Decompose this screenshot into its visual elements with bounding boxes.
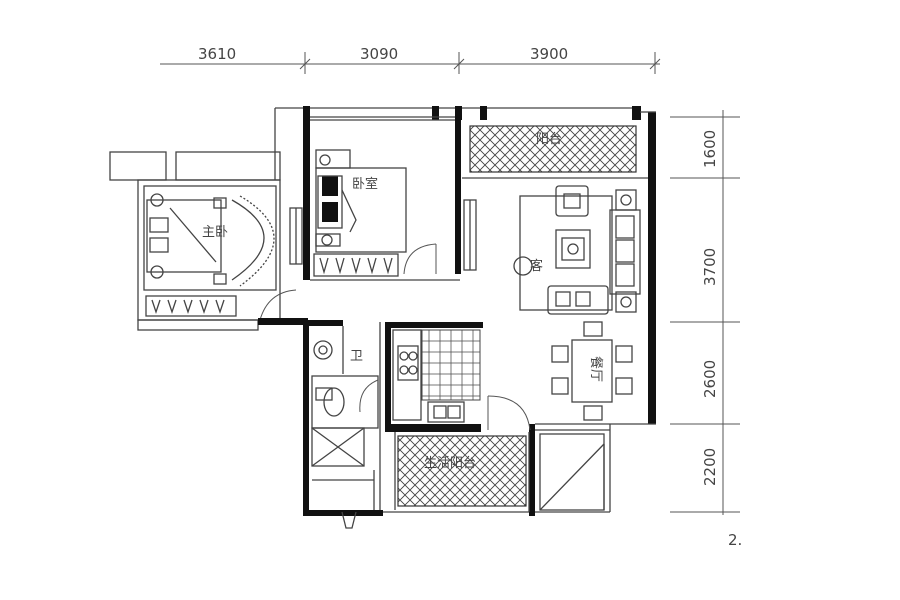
dim-right-4: 2200 [701, 448, 719, 486]
walls [258, 106, 656, 516]
kitchen-balcony: 生活阳台 [397, 435, 527, 507]
dim-right-3: 2600 [701, 360, 719, 398]
room-label-bedroom: 卧室 [352, 176, 378, 192]
dim-top-2: 3090 [360, 45, 398, 63]
corner-mark: 2. [728, 531, 742, 549]
dim-right-1: 1600 [701, 130, 719, 168]
dining-room-area: 餐厅 [551, 321, 633, 421]
dim-right-2: 3700 [701, 248, 719, 286]
room-label-balcony-kitchen: 生活阳台 [424, 456, 476, 471]
bathroom-area: 卫 [311, 326, 379, 467]
master-wardrobe [145, 295, 237, 317]
room-label-top-balcony: 阳台 [536, 132, 562, 147]
bedroom-area: 卧室 [289, 149, 477, 277]
master-bedroom-area: 主卧 [109, 151, 297, 331]
living-room-area: 客 [513, 185, 641, 315]
room-label-master-bedroom: 主卧 [202, 225, 228, 240]
top-balcony: 阳台 [462, 125, 648, 179]
room-label-bathroom: 卫 [350, 349, 363, 364]
room-label-dining-room: 餐厅 [588, 356, 604, 382]
right-dimension-line: 1600 3700 2600 2200 2. [670, 110, 742, 549]
master-bed [146, 193, 222, 279]
kitchen-area [392, 329, 531, 431]
entrance-area [312, 433, 605, 529]
dim-top-1: 3610 [198, 45, 236, 63]
dim-top-3: 3900 [530, 45, 568, 63]
top-dimension-line: 3610 3090 3900 [160, 45, 661, 74]
room-label-living-room: 客 [530, 258, 543, 274]
